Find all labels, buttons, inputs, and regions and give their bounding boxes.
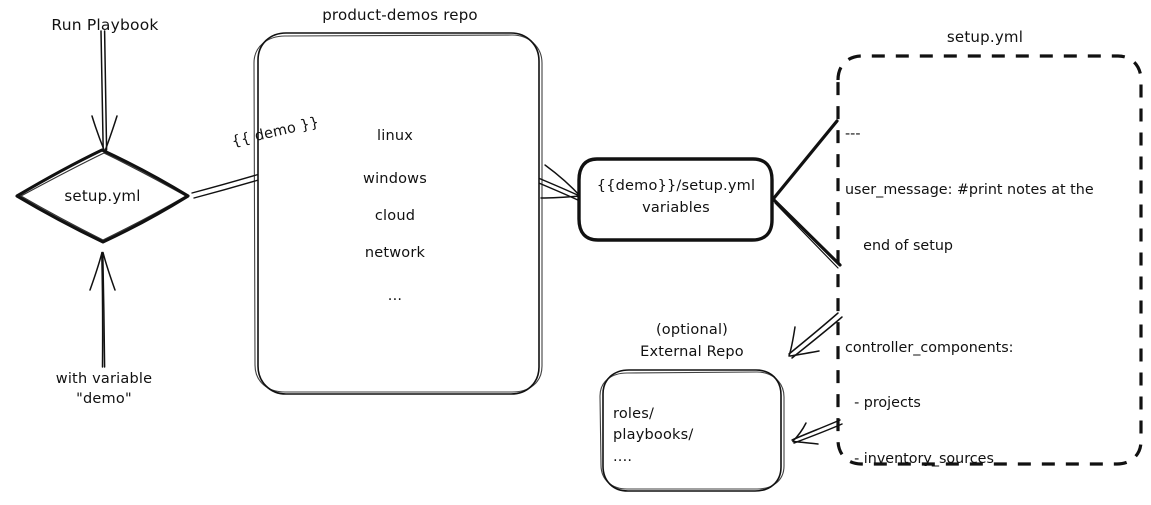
external-repo-item-roles: roles/ [613,406,655,422]
setup-yml-file-title: setup.yml [946,28,1024,46]
vars-box-label-line1: {{demo}}/setup.yml [596,178,756,194]
setup-yml-content: --- user_message: #print notes at the en… [845,88,1145,505]
vars-box-shape [577,157,774,242]
external-repo-title-line2: External Repo [640,344,744,360]
external-repo-box-sketch [599,371,785,490]
with-variable-label-line1: with variable [55,371,153,387]
arrow-setup-yml-to-vars-bottom-2 [774,202,839,269]
setup-yml-decision-label: setup.yml [64,187,141,205]
product-demos-repo-title: product-demos repo [322,6,478,24]
yml-spacer-1 [845,292,1145,301]
repo-item-linux: linux [376,128,414,144]
repo-item-ellipsis: ... [387,288,403,304]
with-variable-label-line2: "demo" [76,391,132,407]
repo-item-network: network [364,245,426,261]
repo-item-windows: windows [363,171,427,187]
yml-doc-start: --- [845,126,861,143]
arrow-with-variable-to-setup [89,251,116,368]
vars-box-label-line2: variables [642,200,710,216]
yml-user-message-1: end of setup [845,237,953,254]
external-repo-item-ellipsis: .... [613,449,633,465]
arrow-run-playbook-to-setup [91,30,118,152]
yml-controller-components-1: - projects [845,395,921,412]
yml-user-message-0: user_message: #print notes at the [845,181,1094,198]
yml-controller-components-2: - inventory_sources [845,450,994,467]
arrow-controller-projects-to-external-repo [788,312,843,359]
arrow-controller-job-templates-to-external-repo [791,419,843,445]
setup-yml-decision-shape-inner [20,152,187,241]
arrow-setup-yml-to-vars-bottom [772,198,842,267]
external-repo-item-playbooks: playbooks/ [613,427,694,443]
product-demos-repo-box-sketch [253,34,543,393]
repo-item-cloud: cloud [374,208,416,224]
setup-yml-dashed-box [836,54,1143,466]
external-repo-title-line1: (optional) [655,322,729,338]
arrow-setup-yml-to-vars-top [772,119,839,200]
run-playbook-label: Run Playbook [51,16,159,34]
yml-controller-components-0: controller_components: [845,339,1014,356]
external-repo-box [602,369,782,492]
